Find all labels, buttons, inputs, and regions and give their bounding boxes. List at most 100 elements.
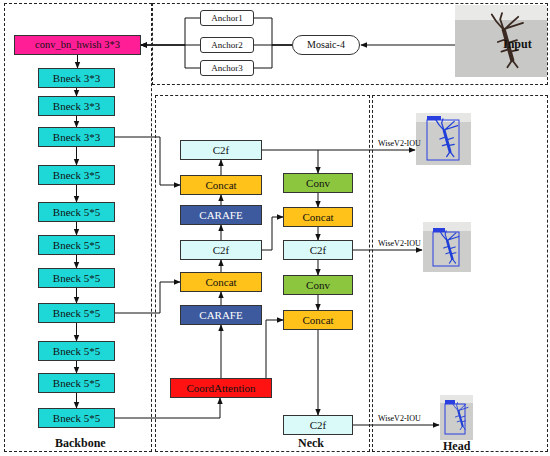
flow-connector xyxy=(76,288,77,303)
input-photo xyxy=(455,5,547,77)
flow-connector xyxy=(318,227,319,240)
block-label: CARAFE xyxy=(199,210,242,221)
region-frame: Head xyxy=(372,95,548,452)
flow-connector xyxy=(221,292,222,305)
region-frame: Backboneconv_bn_hwish 3*3Bneck 3*3Bneck … xyxy=(4,3,152,452)
flow-connector xyxy=(254,45,292,68)
block-label: Bneck 5*5 xyxy=(53,240,100,251)
region-frame: Input Anchor1Anchor2Anchor3 Mosaic-4 xyxy=(152,3,548,85)
block-label: Concat xyxy=(302,212,333,223)
block-label: Bneck 5*5 xyxy=(53,346,100,357)
bneck-block: Bneck 5*5 xyxy=(38,373,115,393)
flow-connector xyxy=(76,361,77,373)
block-label: C2f xyxy=(310,245,327,256)
output-arrow xyxy=(318,150,415,151)
region-label: Head xyxy=(443,440,470,452)
bneck-block: Bneck 3*5 xyxy=(38,165,115,185)
tank-edge xyxy=(423,222,471,231)
input-arrow xyxy=(361,45,455,46)
bounding-box xyxy=(433,232,459,266)
concat-block: Concat xyxy=(180,272,262,292)
flow-connector xyxy=(318,193,319,207)
loss-label: WiseV2-IOU xyxy=(378,140,421,148)
attention-block: CoordAttention xyxy=(170,378,272,398)
flow-connector xyxy=(76,255,77,268)
anchor-box: Anchor1 xyxy=(200,10,254,26)
flow-connector xyxy=(221,325,222,378)
augment-box: Mosaic-4 xyxy=(292,35,360,55)
bneck-block: Bneck 3*3 xyxy=(38,96,115,116)
block-label: Concat xyxy=(302,315,333,326)
flow-connector xyxy=(318,330,319,415)
bneck-block: Bneck 5*5 xyxy=(38,202,115,222)
block-label: Concat xyxy=(205,277,236,288)
block-label: Mosaic-4 xyxy=(307,40,345,50)
flow-connector xyxy=(76,393,77,408)
flow-connector xyxy=(254,45,292,46)
flow-connector xyxy=(262,150,318,173)
loss-label: WiseV2-IOU xyxy=(378,415,421,423)
concat-block: Concat xyxy=(180,175,262,195)
flow-connector xyxy=(266,320,283,378)
region-label: Neck xyxy=(298,437,324,449)
detection-image xyxy=(416,113,471,165)
carafe-upsample: CARAFE xyxy=(180,205,262,225)
bneck-block: Bneck 5*5 xyxy=(38,235,115,255)
region-frame: NeckC2fConcatCARAFEC2fConcatCARAFECoordA… xyxy=(155,95,370,452)
block-label: CoordAttention xyxy=(186,383,255,394)
block-label: Conv xyxy=(306,178,330,189)
flow-connector xyxy=(76,147,77,165)
anchor-box: Anchor3 xyxy=(200,60,254,76)
bounding-box xyxy=(445,404,465,434)
block-label: conv_bn_hwish 3*3 xyxy=(35,40,120,51)
bneck-block: Bneck 5*5 xyxy=(38,341,115,361)
block-label: CARAFE xyxy=(199,310,242,321)
conv-block: Conv xyxy=(283,173,353,193)
block-label: Concat xyxy=(205,180,236,191)
flow-connector xyxy=(115,137,180,185)
detection-image xyxy=(440,395,473,440)
c2f-block: C2f xyxy=(180,140,262,160)
bneck-block: Bneck 5*5 xyxy=(38,303,115,323)
flow-connector xyxy=(76,116,77,127)
flow-connector xyxy=(141,18,200,45)
box-tag xyxy=(427,116,441,120)
output-arrow xyxy=(353,425,439,426)
loss-label: WiseV2-IOU xyxy=(378,240,421,248)
flow-connector xyxy=(318,295,319,310)
bounding-box xyxy=(427,120,459,160)
tank-edge xyxy=(440,395,473,403)
flow-connector xyxy=(76,185,77,202)
c2f-block: C2f xyxy=(180,240,262,260)
crayfish-figure xyxy=(436,119,458,157)
block-label: Bneck 5*5 xyxy=(53,207,100,218)
bneck-block: Bneck 3*3 xyxy=(38,127,115,147)
box-tag xyxy=(433,228,445,232)
flow-connector xyxy=(141,45,200,68)
flow-connector xyxy=(115,398,220,418)
block-label: C2f xyxy=(213,145,230,156)
bneck-block: Bneck 5*5 xyxy=(38,268,115,288)
block-label: Bneck 3*3 xyxy=(53,101,100,112)
block-label: C2f xyxy=(213,245,230,256)
flow-connector xyxy=(221,160,222,175)
flow-connector xyxy=(221,225,222,240)
flow-connector xyxy=(262,217,283,250)
region-label: Input xyxy=(503,38,532,50)
bneck-block: Bneck 3*3 xyxy=(38,68,115,88)
block-label: Bneck 3*3 xyxy=(53,73,100,84)
bneck-block: Bneck 5*5 xyxy=(38,408,115,428)
block-label: Anchor2 xyxy=(211,41,243,50)
flow-connector xyxy=(318,260,319,275)
flow-connector xyxy=(221,260,222,272)
block-label: Bneck 5*5 xyxy=(53,413,100,424)
block-label: Bneck 5*5 xyxy=(53,308,100,319)
flow-connector xyxy=(141,45,200,46)
flow-connector xyxy=(221,195,222,205)
carafe-upsample: CARAFE xyxy=(180,305,262,325)
flow-connector xyxy=(76,323,77,341)
flow-connector xyxy=(115,282,180,313)
region-label: Backbone xyxy=(55,437,106,449)
flow-connector xyxy=(254,18,292,45)
